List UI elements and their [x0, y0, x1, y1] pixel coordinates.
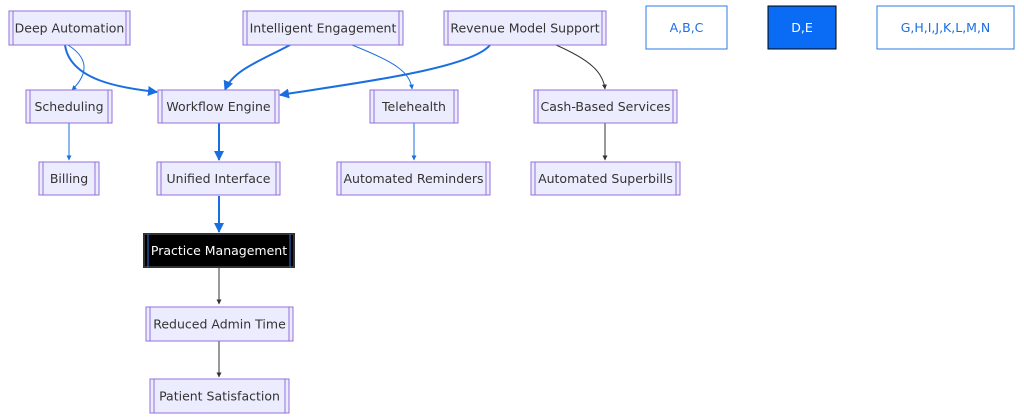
edge-deep-automation-to-workflow-engine [64, 44, 158, 97]
node-label: Deep Automation [15, 21, 125, 36]
node-label: Automated Superbills [538, 171, 673, 186]
node-revenue-model-support: Revenue Model Support [443, 10, 607, 46]
node-label: Cash-Based Services [541, 99, 671, 114]
edge-intelligent-engagement-to-telehealth [351, 44, 414, 90]
node-label: Reduced Admin Time [153, 317, 286, 332]
node-label: Scheduling [34, 99, 103, 114]
edge-deep-automation-to-scheduling [67, 44, 85, 91]
node-label: Revenue Model Support [450, 21, 599, 36]
legend-label: D,E [791, 20, 813, 35]
edge-intelligent-engagement-to-workflow-engine [223, 44, 291, 91]
node-label: Practice Management [151, 243, 287, 258]
node-scheduling: Scheduling [25, 89, 113, 124]
node-label: Workflow Engine [166, 99, 271, 114]
node-intelligent-engagement: Intelligent Engagement [242, 10, 404, 46]
node-label: Intelligent Engagement [250, 21, 397, 36]
legend-label: A,B,C [670, 20, 704, 35]
legend-group-g-to-n: G,H,I,J,K,L,M,N [876, 5, 1015, 50]
node-patient-satisfaction: Patient Satisfaction [149, 378, 290, 414]
legend-group-abc: A,B,C [645, 5, 728, 50]
edge-revenue-model-support-to-cash-based-services [555, 44, 607, 90]
node-cash-based-services: Cash-Based Services [533, 89, 678, 124]
node-label: Automated Reminders [343, 171, 483, 186]
edges [64, 44, 608, 378]
node-label: Billing [50, 171, 88, 186]
legend-label: G,H,I,J,K,L,M,N [901, 20, 991, 35]
legend-group-de: D,E [767, 5, 837, 50]
node-automated-reminders: Automated Reminders [336, 161, 491, 196]
node-deep-automation: Deep Automation [8, 10, 131, 46]
node-label: Patient Satisfaction [159, 389, 280, 404]
node-practice-management: Practice Management [143, 233, 295, 268]
node-label: Unified Interface [167, 171, 271, 186]
node-label: Telehealth [381, 99, 446, 114]
edge-revenue-model-support-to-workflow-engine [279, 44, 491, 99]
node-reduced-admin-time: Reduced Admin Time [145, 306, 294, 342]
node-telehealth: Telehealth [369, 89, 459, 124]
node-workflow-engine: Workflow Engine [157, 89, 280, 124]
node-automated-superbills: Automated Superbills [530, 161, 681, 196]
node-unified-interface: Unified Interface [156, 161, 281, 196]
node-billing: Billing [38, 161, 100, 196]
